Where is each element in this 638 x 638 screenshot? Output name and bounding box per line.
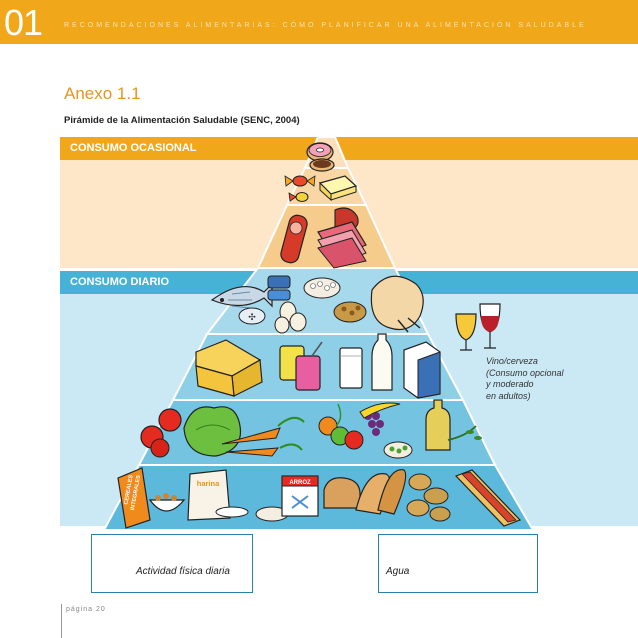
milk-carton-icon xyxy=(403,341,441,399)
lettuce-icon xyxy=(183,406,242,457)
candy-icon xyxy=(284,175,316,202)
cereal-bowl-icon xyxy=(148,493,186,512)
page-number: página 20 xyxy=(66,606,106,613)
wine-note: Vino/cerveza (Consumo opcional y moderad… xyxy=(486,356,564,402)
svg-text:✣: ✣ xyxy=(248,313,256,323)
running-title: RECOMENDACIONES ALIMENTARIAS: CÓMO PLANI… xyxy=(64,22,587,29)
eggs-icon xyxy=(274,301,307,334)
beer-glass-icon xyxy=(455,313,477,351)
fish-icon xyxy=(210,282,273,309)
can-icon: ✣ xyxy=(238,275,291,325)
milk-glass-icon xyxy=(339,347,363,389)
cereal-box-icon: CEREALES INTEGRALES xyxy=(117,467,151,529)
yogurt-icon xyxy=(279,341,323,391)
footer-rule xyxy=(61,604,62,638)
water-label: Agua xyxy=(386,566,410,577)
pasta-icon xyxy=(454,469,522,527)
banana-icon xyxy=(359,402,401,419)
bread-icon xyxy=(323,469,407,515)
flour-label: harina xyxy=(197,479,220,488)
milk-bottle-icon xyxy=(371,333,393,391)
donut-icon xyxy=(306,142,335,172)
flour-bag-icon: harina xyxy=(187,469,249,521)
occasional-band-label: CONSUMO OCASIONAL xyxy=(70,142,197,154)
tomato-icon xyxy=(140,408,182,458)
wine-note-line-2: (Consumo opcional xyxy=(486,367,564,378)
water-box xyxy=(378,534,538,593)
ham-icon xyxy=(317,221,367,269)
occasional-band xyxy=(60,137,638,160)
activity-box xyxy=(91,534,253,593)
fruit-icon xyxy=(318,403,364,450)
wine-note-line-4: en adultos) xyxy=(486,390,531,401)
legumes-icon xyxy=(303,277,367,323)
rice-label: ARROZ xyxy=(289,480,311,486)
chicken-icon xyxy=(370,275,424,333)
wine-note-line-1: Vino/cerveza xyxy=(486,356,538,366)
butter-icon xyxy=(318,175,358,202)
figure-title: Pirámide de la Alimentación Saludable (S… xyxy=(64,115,300,126)
chapter-number: 01 xyxy=(4,2,43,43)
rice-icon: ARROZ xyxy=(255,475,319,522)
daily-band-label: CONSUMO DIARIO xyxy=(70,276,169,288)
cereal-box-label-1: CEREALES xyxy=(123,474,134,505)
potato-icon xyxy=(406,473,451,522)
cheese-icon xyxy=(195,339,263,397)
header-bar xyxy=(0,0,638,44)
wine-note-line-3: y moderado xyxy=(486,379,534,389)
activity-label: Actividad física diaria xyxy=(136,566,230,577)
olive-oil-icon xyxy=(425,399,482,451)
annex-title: Anexo 1.1 xyxy=(64,84,141,103)
wine-glass-icon xyxy=(479,303,501,349)
peas-icon xyxy=(383,441,413,459)
carrot-icon xyxy=(221,416,305,457)
